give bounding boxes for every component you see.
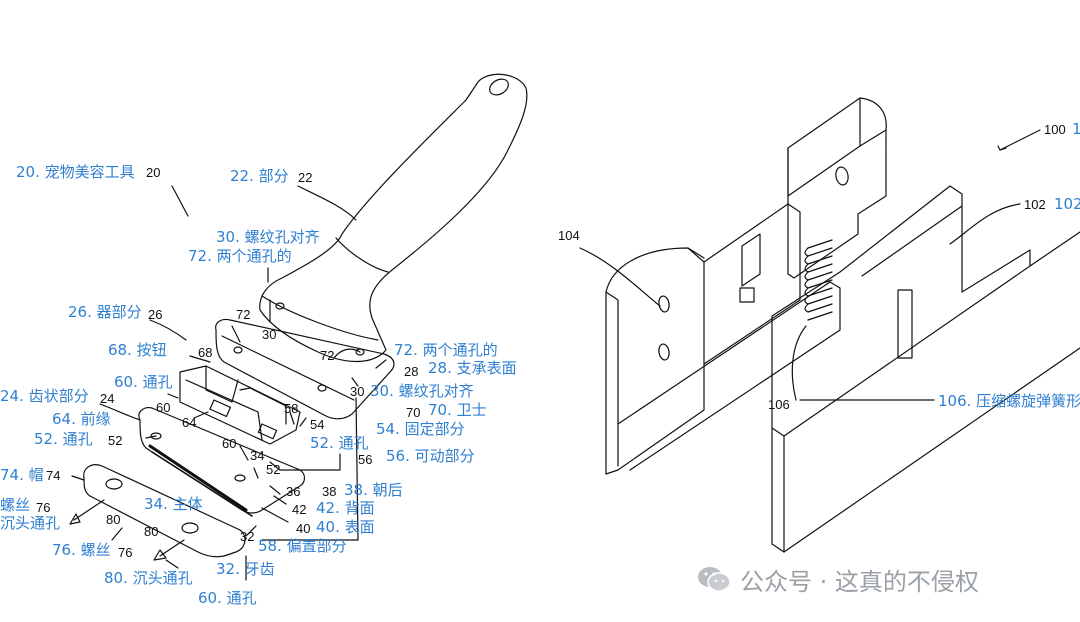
ref-56: 56 bbox=[358, 452, 373, 467]
ref-74: 74 bbox=[46, 468, 61, 483]
label-72b: 72. 两个通孔的 bbox=[394, 341, 498, 359]
ref-26: 26 bbox=[148, 307, 163, 322]
ref-36: 36 bbox=[286, 484, 301, 499]
label-38: 38. 朝后 bbox=[344, 481, 403, 499]
ref-60b: 60 bbox=[222, 436, 237, 451]
spring-mechanism-figure bbox=[579, 97, 1080, 553]
label-52a: 52. 通孔 bbox=[34, 430, 93, 448]
label-72a: 72. 两个通孔的 bbox=[188, 247, 292, 265]
ref-28: 28 bbox=[404, 364, 419, 379]
label-60b: 60. 通孔 bbox=[198, 589, 257, 607]
compression-spring bbox=[804, 239, 833, 321]
left-plate bbox=[605, 247, 705, 475]
hang-hole bbox=[489, 78, 509, 96]
ref-64: 64 bbox=[182, 415, 197, 430]
ref-52b: 52 bbox=[266, 462, 281, 477]
ref-76a: 76 bbox=[36, 500, 51, 515]
screw-76b bbox=[153, 539, 185, 561]
label-58: 58. 偏置部分 bbox=[258, 537, 347, 555]
ref-72a: 72 bbox=[236, 307, 251, 322]
ref-30a: 30 bbox=[262, 327, 277, 342]
grooming-tool-figure bbox=[69, 73, 528, 581]
ref-68: 68 bbox=[198, 345, 213, 360]
label-42: 42. 背面 bbox=[316, 499, 375, 517]
label-80b: 80. 沉头通孔 bbox=[104, 569, 193, 587]
label-106: 106. 压缩螺旋弹簧形 bbox=[938, 392, 1080, 410]
ref-24: 24 bbox=[100, 391, 115, 406]
right-rail bbox=[771, 185, 1031, 437]
label-32: 32. 牙齿 bbox=[216, 560, 275, 578]
label-52b: 52. 通孔 bbox=[310, 434, 369, 452]
ref-60a: 60 bbox=[156, 400, 171, 415]
ref-34: 34 bbox=[250, 448, 265, 463]
button-block bbox=[179, 365, 301, 445]
label-26: 26. 器部分 bbox=[68, 303, 142, 321]
label-34: 34. 主体 bbox=[144, 495, 203, 513]
label-76a: 螺丝 bbox=[0, 496, 31, 514]
ref-52a: 52 bbox=[108, 433, 123, 448]
ref-54: 54 bbox=[310, 417, 325, 432]
label-28: 28. 支承表面 bbox=[428, 359, 517, 377]
label-76b: 76. 螺丝 bbox=[52, 541, 111, 559]
label-102: 102 bbox=[1054, 195, 1080, 213]
label-30a: 30. 螺纹孔对齐 bbox=[216, 228, 320, 246]
ref-104: 104 bbox=[558, 228, 580, 243]
ref-106: 106 bbox=[768, 397, 790, 412]
ref-42: 42 bbox=[292, 502, 307, 517]
label-30b: 30. 螺纹孔对齐 bbox=[370, 382, 474, 400]
label-24: 24. 齿状部分 bbox=[0, 387, 89, 405]
rear-plate bbox=[787, 97, 887, 279]
ref-76b: 76 bbox=[118, 545, 133, 560]
blade-body bbox=[138, 407, 306, 514]
ref-70: 70 bbox=[406, 405, 421, 420]
ref-38: 38 bbox=[322, 484, 337, 499]
label-40: 40. 表面 bbox=[316, 518, 375, 536]
head-plate bbox=[215, 318, 395, 420]
wechat-icon bbox=[696, 564, 732, 594]
cap-plate bbox=[83, 464, 246, 558]
ref-102: 102 bbox=[1024, 197, 1046, 212]
ref-30b: 30 bbox=[350, 384, 365, 399]
label-64: 64. 前缘 bbox=[52, 410, 111, 428]
label-74: 74. 帽 bbox=[0, 466, 44, 484]
watermark-text: 公众号 · 这真的不侵权 bbox=[740, 567, 979, 596]
label-100: 1 bbox=[1072, 120, 1080, 138]
label-80a: 沉头通孔 bbox=[0, 514, 61, 532]
ref-72b: 72 bbox=[320, 348, 335, 363]
label-68: 68. 按钮 bbox=[108, 341, 167, 359]
base-rail-left bbox=[703, 203, 801, 365]
label-54: 54. 固定部分 bbox=[376, 420, 465, 438]
ref-80a: 80 bbox=[106, 512, 121, 527]
label-56: 56. 可动部分 bbox=[386, 447, 475, 465]
ref-58: 58 bbox=[284, 401, 299, 416]
ref-22: 22 bbox=[298, 170, 313, 185]
ref-40: 40 bbox=[296, 521, 311, 536]
ref-80b: 80 bbox=[144, 524, 159, 539]
label-60a: 60. 通孔 bbox=[114, 373, 173, 391]
ref-100: 100 bbox=[1044, 122, 1066, 137]
handle-part bbox=[259, 73, 528, 362]
screw-76a bbox=[69, 499, 105, 525]
watermark: 公众号 · 这真的不侵权 bbox=[696, 563, 979, 596]
ref-20: 20 bbox=[146, 165, 161, 180]
label-20: 20. 宠物美容工具 bbox=[16, 163, 135, 181]
label-22: 22. 部分 bbox=[230, 167, 289, 185]
ref-32: 32 bbox=[240, 529, 255, 544]
label-70: 70. 卫士 bbox=[428, 401, 487, 419]
teeth bbox=[148, 444, 248, 512]
